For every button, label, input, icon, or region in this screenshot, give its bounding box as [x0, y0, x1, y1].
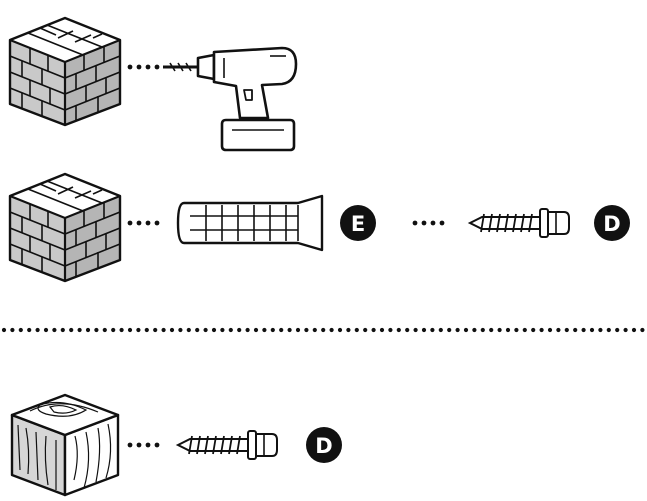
divider-dot [480, 327, 485, 333]
divider-dot [220, 327, 225, 333]
divider-dot [178, 327, 183, 333]
brick-cube-icon [8, 172, 122, 283]
divider-dot [615, 327, 620, 333]
divider-dot [287, 327, 292, 333]
divider-dot [455, 327, 460, 333]
divider-dot [472, 327, 477, 333]
divider-dot [337, 327, 343, 333]
divider-dot [295, 327, 301, 333]
divider-dot [27, 327, 32, 333]
divider-dot [136, 327, 141, 333]
divider-dot [514, 327, 519, 333]
divider-dot [623, 327, 628, 333]
divider-dot [405, 327, 410, 333]
divider-dot [363, 327, 368, 333]
divider-dot [237, 327, 242, 333]
divider-dot [379, 327, 385, 333]
divider-dot [598, 327, 603, 333]
divider-dot [127, 327, 133, 333]
divider-dot [119, 327, 124, 333]
brick-cube-icon [8, 16, 122, 127]
divider-dot [531, 327, 536, 333]
divider-dot [573, 327, 578, 333]
divider-dot [312, 327, 317, 333]
divider-dot [161, 327, 166, 333]
divider-dot [35, 327, 40, 333]
divider-dot [60, 327, 65, 333]
divider-dot [556, 327, 561, 333]
divider-dot [346, 327, 351, 333]
divider-dot [102, 327, 107, 333]
divider-dot [253, 327, 259, 333]
divider-dot [505, 327, 511, 333]
divider-dot [186, 327, 191, 333]
divider-dot [203, 327, 208, 333]
divider-dot [94, 327, 99, 333]
divider-dot [304, 327, 309, 333]
divider-dot [522, 327, 527, 333]
part-badge-d: D [594, 205, 630, 241]
divider-dot [1, 327, 7, 333]
divider-dot [262, 327, 267, 333]
divider-dot [489, 327, 494, 333]
part-badge-e: E [340, 205, 376, 241]
screw-icon [177, 430, 278, 460]
divider-dot [396, 327, 401, 333]
divider-dot [85, 327, 91, 333]
divider-dot [539, 327, 544, 333]
divider-dot [438, 327, 443, 333]
divider-dot [52, 327, 57, 333]
divider-dot [631, 327, 637, 333]
divider-dot [69, 327, 74, 333]
divider-dot [447, 327, 452, 333]
divider-dot [421, 327, 427, 333]
badge-label: E [351, 212, 365, 236]
badge-label: D [603, 212, 620, 236]
section-divider [1, 327, 645, 333]
divider-dot [169, 327, 175, 333]
divider-dot [329, 327, 334, 333]
divider-dot [497, 327, 502, 333]
divider-dot [321, 327, 326, 333]
divider-dot [10, 327, 15, 333]
divider-dot [547, 327, 553, 333]
divider-dot [211, 327, 217, 333]
part-badge-d: D [306, 427, 342, 463]
dotted-leader [127, 64, 160, 70]
divider-dot [228, 327, 233, 333]
divider-dot [153, 327, 158, 333]
divider-dot [43, 327, 49, 333]
drill-icon [163, 46, 298, 152]
wood-cube-icon [10, 393, 120, 497]
divider-dot [430, 327, 435, 333]
divider-dot [606, 327, 611, 333]
divider-dot [564, 327, 569, 333]
dotted-leader [127, 220, 160, 226]
divider-dot [463, 327, 469, 333]
divider-dot [77, 327, 82, 333]
badge-label: D [315, 434, 332, 458]
divider-dot [279, 327, 284, 333]
divider-dot [354, 327, 359, 333]
dotted-leader [127, 442, 160, 448]
divider-dot [581, 327, 586, 333]
divider-dot [18, 327, 23, 333]
wall-plug-icon [176, 194, 324, 252]
screw-icon [469, 208, 570, 238]
divider-dot [245, 327, 250, 333]
divider-dot [589, 327, 595, 333]
divider-dot [640, 327, 645, 333]
divider-dot [195, 327, 200, 333]
divider-dot [144, 327, 149, 333]
divider-dot [388, 327, 393, 333]
dotted-leader [412, 220, 445, 226]
divider-dot [413, 327, 418, 333]
divider-dot [270, 327, 275, 333]
divider-dot [371, 327, 376, 333]
divider-dot [111, 327, 116, 333]
